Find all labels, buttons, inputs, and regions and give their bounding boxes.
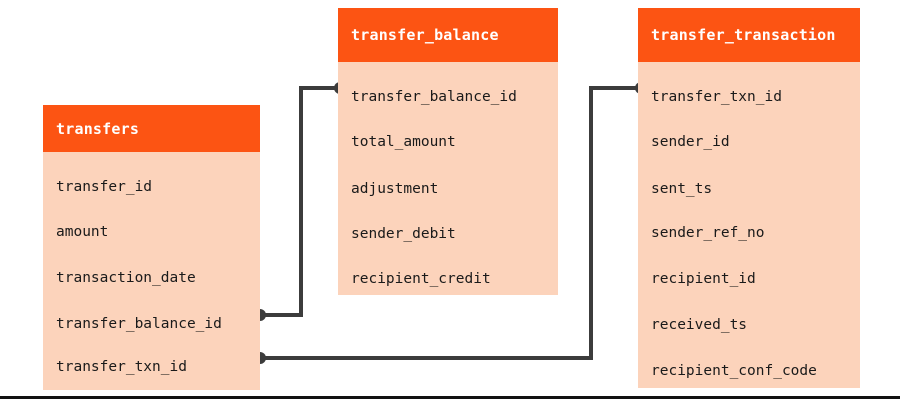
field-label: transaction_date [56, 269, 196, 286]
field-label: transfer_txn_id [651, 88, 782, 105]
field-row[interactable]: transfer_balance_id [338, 88, 558, 106]
entity-title-transfer_transaction: transfer_transaction [651, 26, 836, 44]
field-row[interactable]: received_ts [638, 316, 860, 334]
field-label: transfer_balance_id [351, 88, 517, 105]
field-row[interactable]: sender_debit [338, 225, 558, 243]
field-row[interactable]: transfer_balance_id [43, 315, 260, 333]
relationship-transfers-to-transfer-balance[interactable] [254, 82, 346, 321]
field-label: recipient_conf_code [651, 362, 817, 379]
bottom-rule-divider [0, 396, 900, 399]
field-label: sender_ref_no [651, 224, 765, 241]
field-row[interactable]: sender_id [638, 133, 860, 151]
field-label: adjustment [351, 180, 439, 197]
field-row[interactable]: recipient_id [638, 270, 860, 288]
entity-fields-transfer_transaction: transfer_txn_id sender_id sent_ts sender_re… [638, 62, 860, 388]
entity-fields-transfer_balance: transfer_balance_id total_amount adjustmen… [338, 62, 558, 295]
field-row[interactable]: adjustment [338, 180, 558, 198]
entity-title-transfer_balance: transfer_balance [351, 26, 499, 44]
field-row[interactable]: amount [43, 223, 260, 241]
entity-header-transfer_balance: transfer_balance [338, 8, 558, 62]
field-label: transfer_txn_id [56, 358, 187, 375]
entity-header-transfer_transaction: transfer_transaction [638, 8, 860, 62]
field-row[interactable]: recipient_conf_code [638, 362, 860, 380]
field-row[interactable]: sent_ts [638, 180, 860, 198]
field-label: sent_ts [651, 180, 713, 197]
field-label: total_amount [351, 133, 456, 150]
field-label: recipient_credit [351, 270, 491, 287]
field-row[interactable]: total_amount [338, 133, 558, 151]
entity-header-transfers: transfers [43, 105, 260, 152]
field-label: recipient_id [651, 270, 756, 287]
field-label: sender_debit [351, 225, 456, 242]
field-label: transfer_id [56, 178, 153, 195]
field-row[interactable]: transaction_date [43, 269, 260, 287]
field-label: sender_id [651, 133, 730, 150]
field-label: received_ts [651, 316, 748, 333]
field-row[interactable]: sender_ref_no [638, 224, 860, 242]
field-label: amount [56, 223, 109, 240]
field-row[interactable]: transfer_id [43, 178, 260, 196]
entity-title-transfers: transfers [56, 119, 140, 138]
connector-line [260, 86, 340, 317]
field-label: transfer_balance_id [56, 315, 222, 332]
field-row[interactable]: transfer_txn_id [43, 358, 260, 376]
field-row[interactable]: transfer_txn_id [638, 88, 860, 106]
connector-line [260, 86, 641, 360]
field-row[interactable]: recipient_credit [338, 270, 558, 288]
